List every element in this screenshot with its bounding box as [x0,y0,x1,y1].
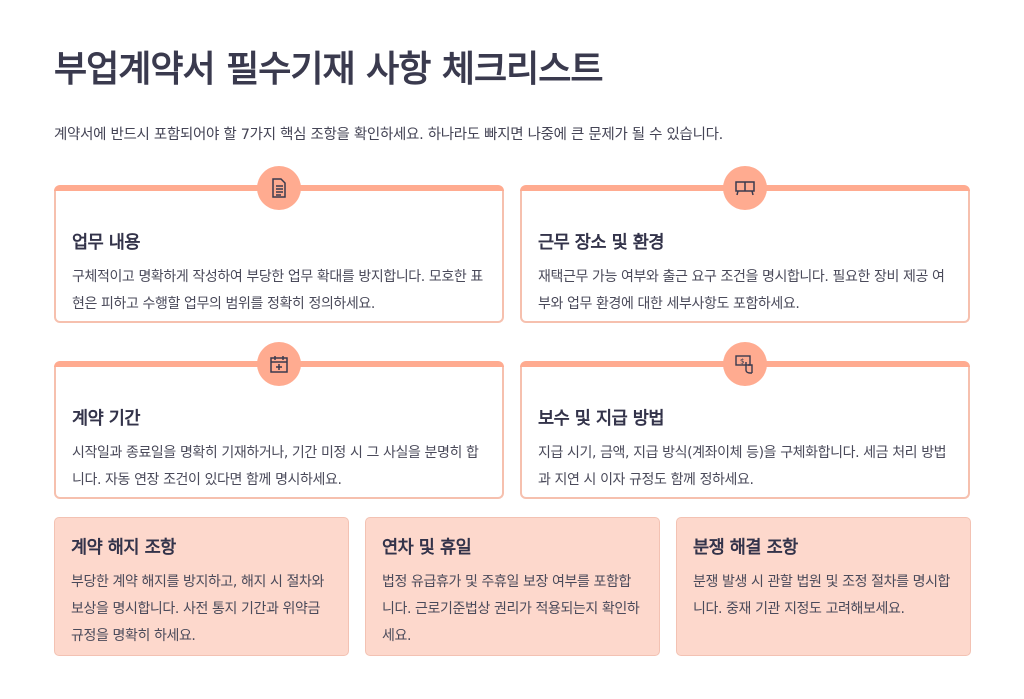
card-contract-period: 계약 기간 시작일과 종료일을 명확히 기재하거나, 기간 미정 시 그 사실을… [54,342,504,499]
card-text: 법정 유급휴가 및 주휴일 보장 여부를 포함합니다. 근로기준법상 권리가 적… [382,574,640,644]
card-title: 연차 및 휴일 [382,538,472,558]
card-leave: 연차 및 휴일 법정 유급휴가 및 주휴일 보장 여부를 포함합니다. 근로기준… [365,517,660,656]
card-text: 부당한 계약 해지를 방지하고, 해지 시 절차와 보상을 명시합니다. 사전 … [71,574,324,644]
card-text: 시작일과 종료일을 명확히 기재하거나, 기간 미정 시 그 사실을 분명히 합… [72,445,479,488]
calendar-icon [257,342,301,386]
card-text: 재택근무 가능 여부와 출근 요구 조건을 명시합니다. 필요한 장비 제공 여… [538,269,945,312]
card-text: 지급 시기, 금액, 지급 방식(계좌이체 등)을 구체화합니다. 세금 처리 … [538,445,947,488]
card-termination: 계약 해지 조항 부당한 계약 해지를 방지하고, 해지 시 절차와 보상을 명… [54,517,349,656]
page-subtitle: 계약서에 반드시 포함되어야 할 7가지 핵심 조항을 확인하세요. 하나라도 … [54,127,723,143]
document-icon [257,166,301,210]
card-payment: $ 보수 및 지급 방법 지급 시기, 금액, 지급 방식(계좌이체 등)을 구… [520,342,970,499]
card-work-content: 업무 내용 구체적이고 명확하게 작성하여 부당한 업무 확대를 방지합니다. … [54,166,504,323]
card-dispute: 분쟁 해결 조항 분쟁 발생 시 관할 법원 및 조정 절차를 명시합니다. 중… [676,517,971,656]
card-title: 분쟁 해결 조항 [693,538,798,558]
card-workplace: 근무 장소 및 환경 재택근무 가능 여부와 출근 요구 조건을 명시합니다. … [520,166,970,323]
svg-text:$: $ [740,358,744,366]
card-title: 근무 장소 및 환경 [538,233,664,253]
card-text: 구체적이고 명확하게 작성하여 부당한 업무 확대를 방지합니다. 모호한 표현… [72,269,483,312]
payment-icon: $ [723,342,767,386]
couch-icon [723,166,767,210]
card-title: 보수 및 지급 방법 [538,409,664,429]
card-title: 업무 내용 [72,233,141,253]
page-title: 부업계약서 필수기재 사항 체크리스트 [54,49,604,90]
card-title: 계약 해지 조항 [71,538,176,558]
card-title: 계약 기간 [72,409,141,429]
card-text: 분쟁 발생 시 관할 법원 및 조정 절차를 명시합니다. 중재 기관 지정도 … [693,574,951,617]
